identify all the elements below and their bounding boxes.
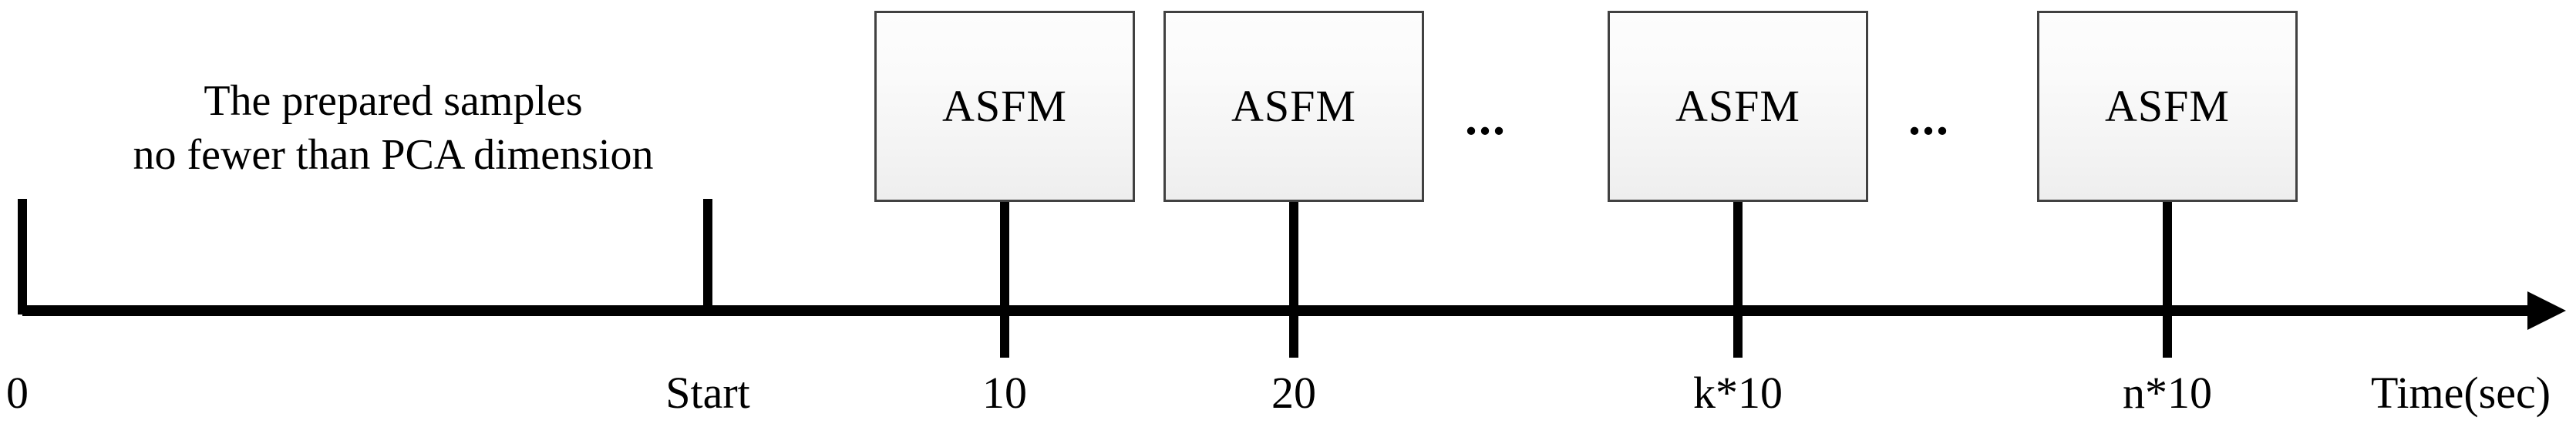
asfm-box-label: ASFM <box>1231 81 1356 131</box>
axis-label-origin: 0 <box>6 368 29 418</box>
asfm-box[interactable]: ASFM <box>1163 11 1424 202</box>
asfm-box-label: ASFM <box>942 81 1067 131</box>
axis-label-20: 20 <box>1271 368 1316 418</box>
tick-connector-20 <box>1289 199 1298 358</box>
asfm-box-label: ASFM <box>1675 81 1800 131</box>
tick-connector-k10 <box>1733 199 1743 358</box>
axis-label-10: 10 <box>982 368 1027 418</box>
asfm-box[interactable]: ASFM <box>1608 11 1868 202</box>
ellipsis-between-boxes: ... <box>1465 90 1507 145</box>
note-line-1: The prepared samples <box>204 77 583 125</box>
axis-label-time-unit: Time(sec) <box>2371 368 2551 418</box>
note-line-2: no fewer than PCA dimension <box>133 131 654 179</box>
axis-label-start: Start <box>665 368 750 418</box>
time-axis-line <box>22 305 2534 316</box>
prepared-samples-note: The prepared samples no fewer than PCA d… <box>123 74 663 182</box>
axis-label-n10: n*10 <box>2123 368 2212 418</box>
tick-connector-10 <box>1000 199 1009 358</box>
tick-connector-n10 <box>2163 199 2172 358</box>
tick-start <box>703 199 712 314</box>
asfm-box[interactable]: ASFM <box>874 11 1135 202</box>
asfm-box-label: ASFM <box>2105 81 2230 131</box>
asfm-box[interactable]: ASFM <box>2037 11 2298 202</box>
tick-origin <box>18 199 27 314</box>
ellipsis-between-boxes: ... <box>1908 90 1950 145</box>
axis-label-k10: k*10 <box>1693 368 1783 418</box>
time-axis-arrowhead-icon <box>2527 291 2566 330</box>
